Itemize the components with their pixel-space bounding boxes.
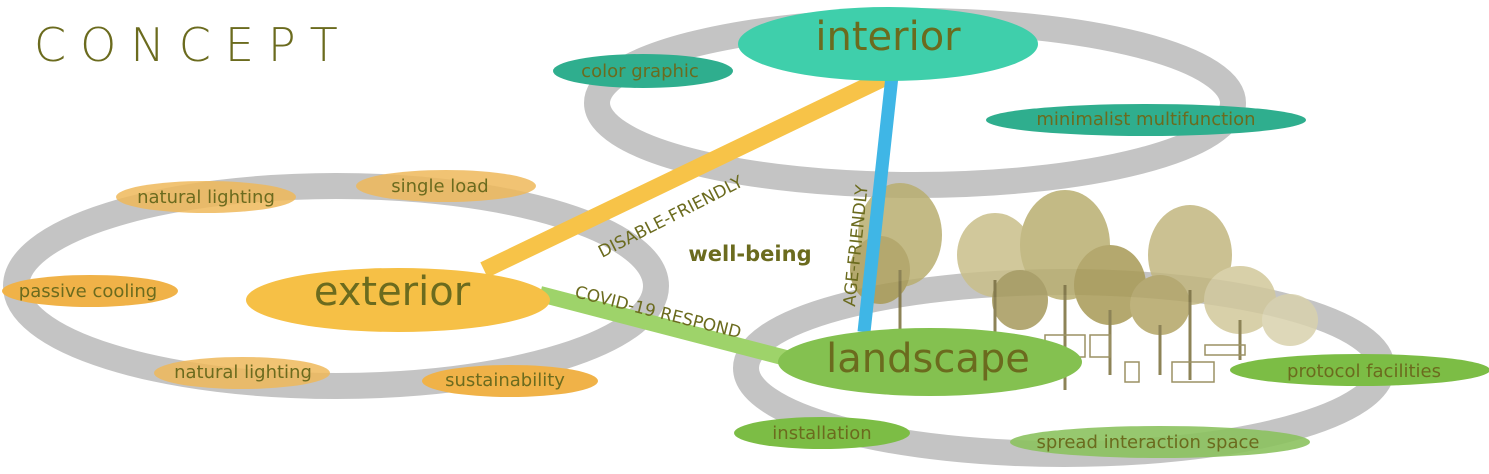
exterior-item: passive cooling xyxy=(19,281,157,302)
exterior-item-bubble xyxy=(422,365,598,397)
landscape-item: protocol facilities xyxy=(1287,361,1441,382)
interior-item-bubble xyxy=(553,54,733,88)
exterior-hub-label: exterior xyxy=(314,269,471,315)
landscape-hub-label: landscape xyxy=(826,336,1030,382)
interior-hub xyxy=(738,7,1038,81)
exterior-item: sustainability xyxy=(445,370,565,391)
interior-item: minimalist multifunction xyxy=(1036,109,1255,130)
exterior-hub xyxy=(246,268,550,332)
center-label: well-being xyxy=(688,242,811,266)
connector-exterior-interior xyxy=(480,70,888,278)
landscape-item-bubble xyxy=(1010,426,1310,458)
exterior-item-bubble xyxy=(154,357,330,389)
connector-exterior-landscape xyxy=(537,286,789,366)
exterior-item: natural lighting xyxy=(174,362,312,383)
landscape-item-bubble xyxy=(734,417,910,449)
landscape-item-bubble xyxy=(1230,354,1489,386)
interior-item: color graphic xyxy=(581,61,699,82)
exterior-item-bubble xyxy=(356,170,536,202)
landscape-hub xyxy=(778,328,1082,396)
exterior-item-bubble xyxy=(116,181,296,213)
exterior-item-bubble xyxy=(2,275,178,307)
landscape-item: installation xyxy=(772,423,871,444)
page-title: CONCEPT xyxy=(34,18,352,72)
landscape-item: spread interaction space xyxy=(1037,432,1260,453)
connector-interior-landscape xyxy=(857,75,899,333)
trees-illustration xyxy=(850,183,1318,390)
exterior-item: single load xyxy=(391,176,488,197)
exterior-item: natural lighting xyxy=(137,187,275,208)
interior-hub-label: interior xyxy=(815,14,961,60)
interior-item-bubble xyxy=(986,104,1306,136)
